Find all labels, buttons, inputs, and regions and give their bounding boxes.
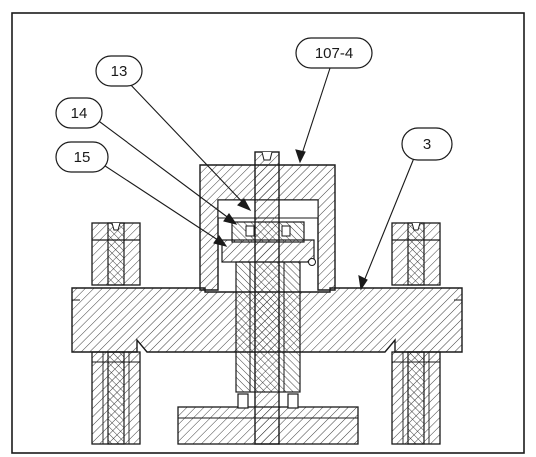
callout-label: 15 <box>74 149 91 166</box>
callout-15: 15 <box>55 141 109 173</box>
drawing-border <box>11 12 525 454</box>
callout-3: 3 <box>401 127 453 161</box>
callout-13: 13 <box>95 55 143 87</box>
leader-lines <box>91 61 415 291</box>
left-column <box>91 222 141 445</box>
callout-14: 14 <box>55 97 103 129</box>
callout-107-4: 107-4 <box>295 37 373 69</box>
central-shaft <box>249 151 285 445</box>
callout-label: 14 <box>71 105 88 122</box>
callout-label: 107-4 <box>315 45 353 62</box>
right-column <box>391 222 441 445</box>
callout-label: 13 <box>111 63 128 80</box>
callout-label: 3 <box>423 136 431 153</box>
